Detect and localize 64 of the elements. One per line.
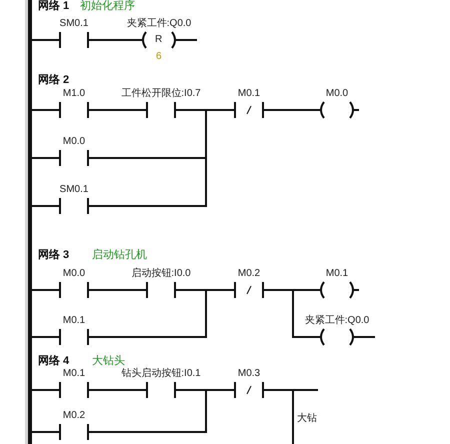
address-label: M0.0 — [62, 268, 86, 280]
ladder-contact — [232, 368, 266, 400]
ladder-contact — [57, 184, 91, 216]
ladder-wire — [266, 289, 299, 338]
ladder-wire — [91, 109, 232, 207]
ladder-contact — [119, 368, 203, 400]
ladder-wire — [32, 389, 57, 391]
ladder-contact — [57, 368, 91, 400]
ladder-wire — [32, 289, 57, 291]
address-label: M0.1 — [326, 268, 348, 280]
ladder-wire — [266, 109, 315, 111]
ladder-contact — [57, 18, 91, 50]
ladder-contact — [57, 136, 91, 168]
address-label: SM0.1 — [60, 18, 88, 30]
address-label: M0.1 — [62, 368, 86, 380]
address-label: 夹紧工件:Q0.0 — [304, 315, 370, 327]
ladder-contact — [57, 88, 91, 120]
address-label: M0.0 — [326, 88, 348, 100]
network-heading: 网络 3 — [38, 249, 70, 262]
ladder-wire — [91, 39, 121, 41]
ladder-contact — [57, 410, 91, 442]
coil-letter: R — [155, 33, 162, 47]
network-heading: 网络 2 — [38, 74, 70, 87]
ladder-contact — [119, 88, 203, 120]
ladder-wire — [91, 289, 126, 291]
network-heading: 网络 4 — [38, 355, 70, 368]
address-label: 夹紧工件:Q0.0 — [126, 18, 192, 30]
ladder-wire — [91, 109, 119, 111]
ladder-wire — [32, 336, 57, 338]
ladder-contact — [232, 268, 266, 300]
ladder-wire — [32, 39, 57, 41]
address-label: 启动按钮:I0.0 — [131, 268, 191, 280]
ladder-wire — [32, 205, 57, 207]
address-label: M0.2 — [62, 410, 86, 422]
address-label: M1.0 — [62, 88, 86, 100]
address-label: SM0.1 — [60, 184, 88, 196]
ladder-coil — [315, 88, 359, 120]
network-heading: 网络 1 — [38, 0, 70, 13]
ladder-contact — [57, 315, 91, 347]
ladder-contact — [126, 268, 196, 300]
address-label: M0.3 — [238, 368, 260, 380]
ladder-wire — [32, 109, 57, 111]
ladder-wire — [265, 389, 319, 444]
network-comment: 初始化程序 — [80, 0, 135, 13]
network-comment: 启动钻孔机 — [92, 249, 147, 262]
ladder-contact — [57, 268, 91, 300]
network-comment: 大钻头 — [92, 355, 125, 368]
ladder-wire — [32, 157, 57, 159]
ladder-coil — [121, 18, 197, 50]
ladder-coil — [315, 268, 359, 300]
ladder-coil — [299, 315, 375, 347]
address-label: M0.1 — [62, 315, 86, 327]
ladder-contact — [232, 88, 266, 120]
address-label: 工件松开限位:I0.7 — [121, 88, 201, 100]
address-label: M0.2 — [238, 268, 260, 280]
address-label: 钻头启动按钮:I0.1 — [121, 368, 201, 380]
address-label: M0.0 — [62, 136, 86, 148]
power-rail — [28, 0, 32, 444]
coil-label: 大钻 — [297, 412, 317, 425]
ladder-wire — [91, 289, 232, 338]
count-value: 6 — [156, 51, 162, 63]
ladder-wire — [32, 431, 57, 433]
ladder-wire — [91, 389, 119, 391]
address-label: M0.1 — [238, 88, 260, 100]
